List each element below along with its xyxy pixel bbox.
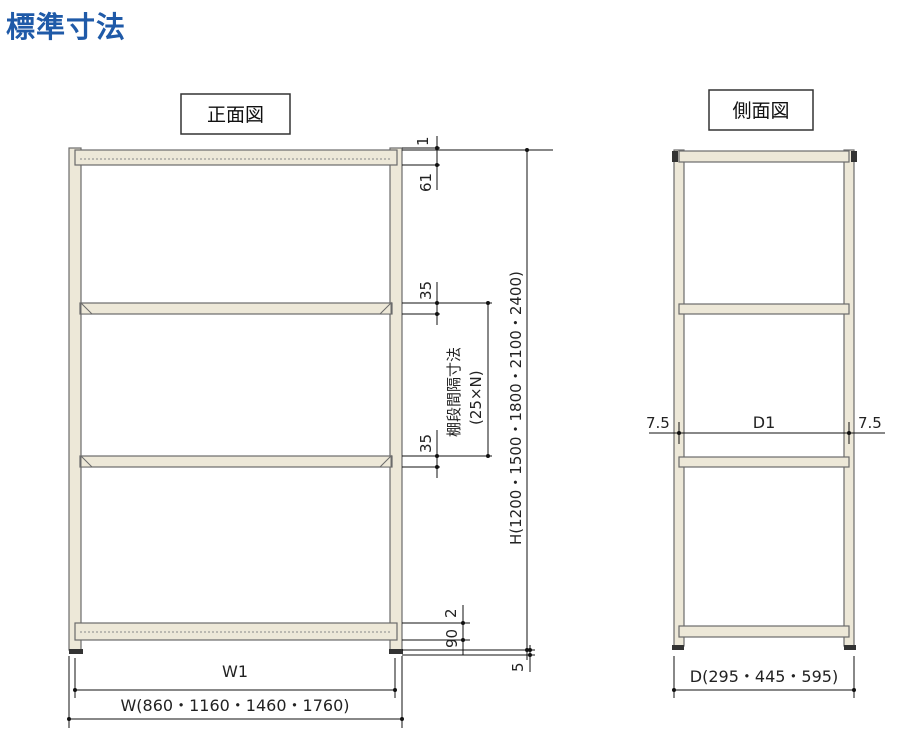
dim-shelf-clear-bottom: 35 (417, 434, 435, 453)
front-shelf-2 (79, 455, 393, 468)
front-left-upright (68, 147, 82, 651)
dim-foot: 5 (509, 662, 527, 672)
front-shelf-2-left-bracket (80, 454, 94, 468)
side-left-upright (673, 149, 685, 647)
side-left-foot (672, 645, 684, 650)
side-view-label-box (708, 89, 814, 131)
dim-top-gap: 1 (414, 136, 432, 146)
dim-right-margin: 7.5 (858, 414, 882, 432)
side-dimension-dots (672, 431, 856, 692)
front-shelf-2-right-bracket (378, 454, 392, 468)
dim-pitch-note: 棚段間隔寸法 (445, 347, 463, 437)
dim-pitch-value: (25×N) (467, 370, 485, 425)
side-left-cap (672, 151, 678, 162)
page-title: 標準寸法 (6, 10, 127, 44)
dim-bottom-beam: 90 (443, 629, 461, 648)
front-right-foot (389, 649, 403, 654)
front-top-beam (74, 149, 398, 166)
dim-width: W(860・1160・1460・1760) (120, 696, 349, 715)
front-view-label-box (180, 93, 291, 135)
dim-height: H(1200・1500・1800・2100・2400) (507, 271, 525, 545)
dim-top-beam: 61 (417, 173, 435, 192)
dim-inner-width: W1 (222, 662, 248, 681)
side-right-foot (844, 645, 856, 650)
side-view: 側面図 7.5 D1 (646, 89, 885, 698)
side-view-label: 側面図 (732, 100, 789, 122)
side-bottom-beam (678, 625, 850, 638)
front-left-foot (69, 649, 83, 654)
front-dimension-dots (435, 146, 532, 657)
front-shelf-1-left-bracket (80, 301, 94, 315)
side-shelf-2 (678, 456, 850, 468)
front-width-dots (67, 688, 404, 721)
front-shelf-1-right-bracket (378, 301, 392, 315)
front-shelf-1 (79, 302, 393, 315)
side-right-cap (851, 151, 857, 162)
front-view: 正面図 (67, 93, 553, 728)
dim-depth: D(295・445・595) (690, 667, 838, 686)
dim-left-margin: 7.5 (646, 414, 670, 432)
side-shelf-1 (678, 303, 850, 315)
dim-inner-depth: D1 (753, 413, 776, 432)
side-right-upright (843, 149, 855, 647)
dim-shelf-clear-top: 35 (417, 281, 435, 300)
front-view-label: 正面図 (207, 104, 264, 126)
side-top-beam (678, 150, 850, 163)
dim-bottom-gap: 2 (442, 608, 460, 618)
front-right-upright (389, 147, 403, 651)
